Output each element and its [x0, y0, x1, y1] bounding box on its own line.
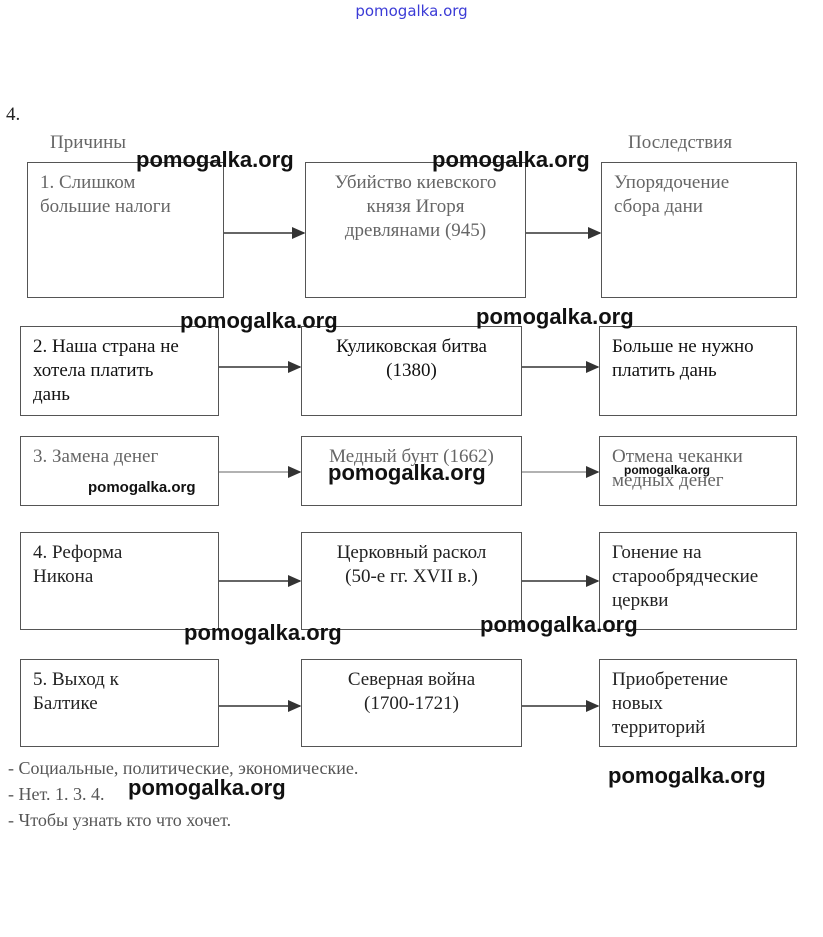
- event-text-2: Куликовская битва (1380): [336, 336, 487, 381]
- watermark: pomogalka.org: [480, 612, 638, 637]
- watermark: pomogalka.org: [88, 479, 196, 496]
- cause-box-2: 2. Наша страна не хотела платить дань: [20, 326, 219, 416]
- event-text-4: Церковный раскол (50-е гг. XVII в.): [336, 542, 487, 587]
- cause-text-4: 4. Реформа Никона: [33, 542, 123, 587]
- cause-text-3: 3. Замена денег: [33, 446, 159, 467]
- consequence-text-3: Отмена чеканки медных денег: [612, 446, 743, 491]
- cause-box-5: 5. Выход к Балтике: [20, 659, 219, 747]
- event-box-5: Северная война (1700-1721): [301, 659, 522, 747]
- event-text-3: Медный бунт (1662): [329, 446, 494, 467]
- cause-text-2: 2. Наша страна не хотела платить дань: [33, 336, 179, 405]
- consequence-box-4: Гонение на старообрядческие церкви: [599, 532, 797, 630]
- causes-header: Причины: [50, 132, 127, 153]
- cause-box-3: 3. Замена денег: [20, 436, 219, 506]
- consequence-text-4: Гонение на старообрядческие церкви: [612, 542, 759, 611]
- watermark: pomogalka.org: [184, 620, 342, 645]
- event-box-2: Куликовская битва (1380): [301, 326, 522, 416]
- watermark: pomogalka.org: [180, 308, 338, 333]
- cause-text-1: 1. Слишком большие налоги: [40, 172, 171, 217]
- event-text-5: Северная война (1700-1721): [347, 669, 476, 714]
- consequence-box-5: Приобретение новых территорий: [599, 659, 797, 747]
- task-number: 4.: [6, 104, 21, 125]
- cause-box-1: 1. Слишком большие налоги: [27, 162, 224, 298]
- answer-line-3: - Чтобы узнать кто что хочет.: [8, 810, 232, 830]
- top-watermark: pomogalka.org: [355, 2, 468, 20]
- consequence-box-2: Больше не нужно платить дань: [599, 326, 797, 416]
- consequence-text-1: Упорядочение сбора дани: [614, 172, 730, 217]
- consequence-text-5: Приобретение новых территорий: [612, 669, 728, 738]
- event-box-3: Медный бунт (1662): [301, 436, 522, 506]
- cause-text-5: 5. Выход к Балтике: [33, 669, 119, 714]
- watermark: pomogalka.org: [608, 763, 766, 788]
- cause-box-4: 4. Реформа Никона: [20, 532, 219, 630]
- event-box-4: Церковный раскол (50-е гг. XVII в.): [301, 532, 522, 630]
- watermark: pomogalka.org: [432, 147, 590, 172]
- event-box-1: Убийство киевского князя Игоря древлянам…: [305, 162, 526, 298]
- consequence-text-2: Больше не нужно платить дань: [612, 336, 754, 381]
- consequences-header: Последствия: [628, 132, 733, 153]
- event-text-1: Убийство киевского князя Игоря древлянам…: [334, 172, 497, 241]
- consequence-box-3: Отмена чеканки медных денег: [599, 436, 797, 506]
- watermark: pomogalka.org: [476, 304, 634, 329]
- watermark: pomogalka.org: [136, 147, 294, 172]
- answer-line-2: - Нет. 1. 3. 4.: [8, 784, 105, 804]
- consequence-box-1: Упорядочение сбора дани: [601, 162, 797, 298]
- watermark: pomogalka.org: [328, 460, 486, 485]
- answer-line-1: - Социальные, политические, экономически…: [8, 758, 359, 778]
- watermark: pomogalka.org: [624, 463, 711, 477]
- watermark: pomogalka.org: [128, 775, 286, 800]
